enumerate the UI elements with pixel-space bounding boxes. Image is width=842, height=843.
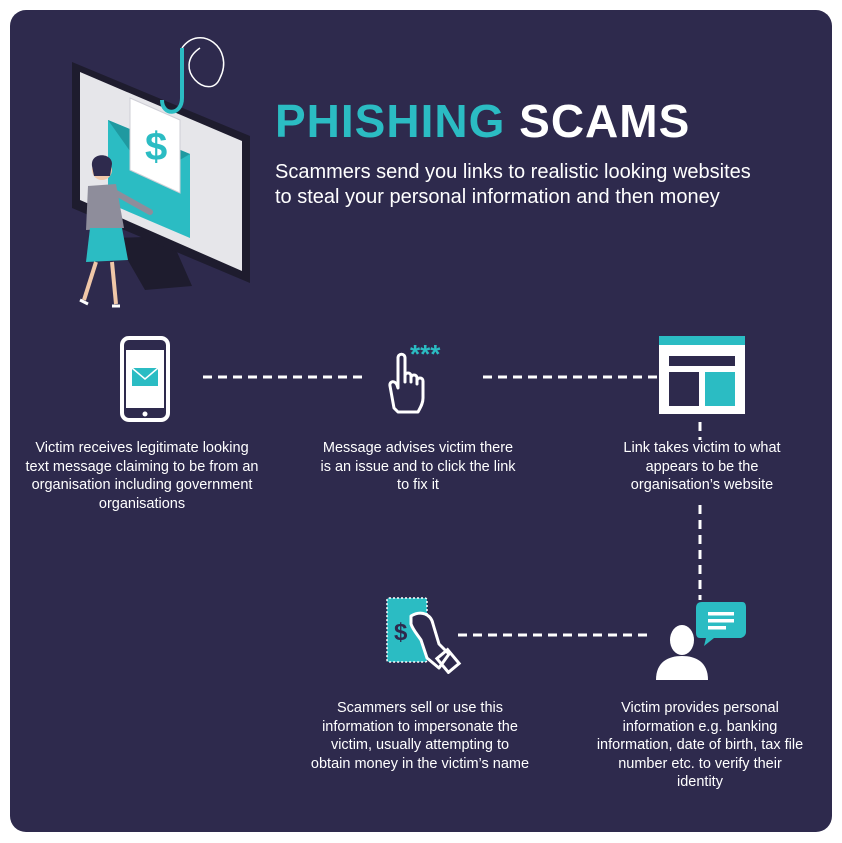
svg-text:$: $ (394, 619, 408, 646)
mobile-phone-envelope-icon (120, 336, 170, 422)
website-window-icon (659, 336, 745, 414)
person-speech-bubble-icon (656, 602, 746, 680)
step-3-text: Link takes victim to what appears to be … (623, 440, 781, 493)
page-title: PHISHING SCAMS (275, 95, 691, 147)
infographic-card: $ PHISHING SCAMS Scammers send you links… (10, 10, 832, 832)
svg-text:$: $ (145, 125, 167, 169)
finger-tap-password-icon: *** (388, 339, 441, 414)
step-5-text: Scammers sell or use this information to… (310, 700, 530, 772)
hand-holding-money-icon: $ (386, 597, 462, 674)
page-subtitle: Scammers send you links to realistic loo… (275, 161, 751, 208)
svg-text:***: *** (410, 339, 441, 369)
step-1-text: Victim receives legitimate looking text … (25, 440, 259, 512)
phishing-hook-monitor-illustration: $ (72, 37, 250, 308)
step-4-text: Victim provides personal information e.g… (596, 700, 804, 790)
step-2-text: Message advises victim there is an issue… (320, 440, 516, 493)
